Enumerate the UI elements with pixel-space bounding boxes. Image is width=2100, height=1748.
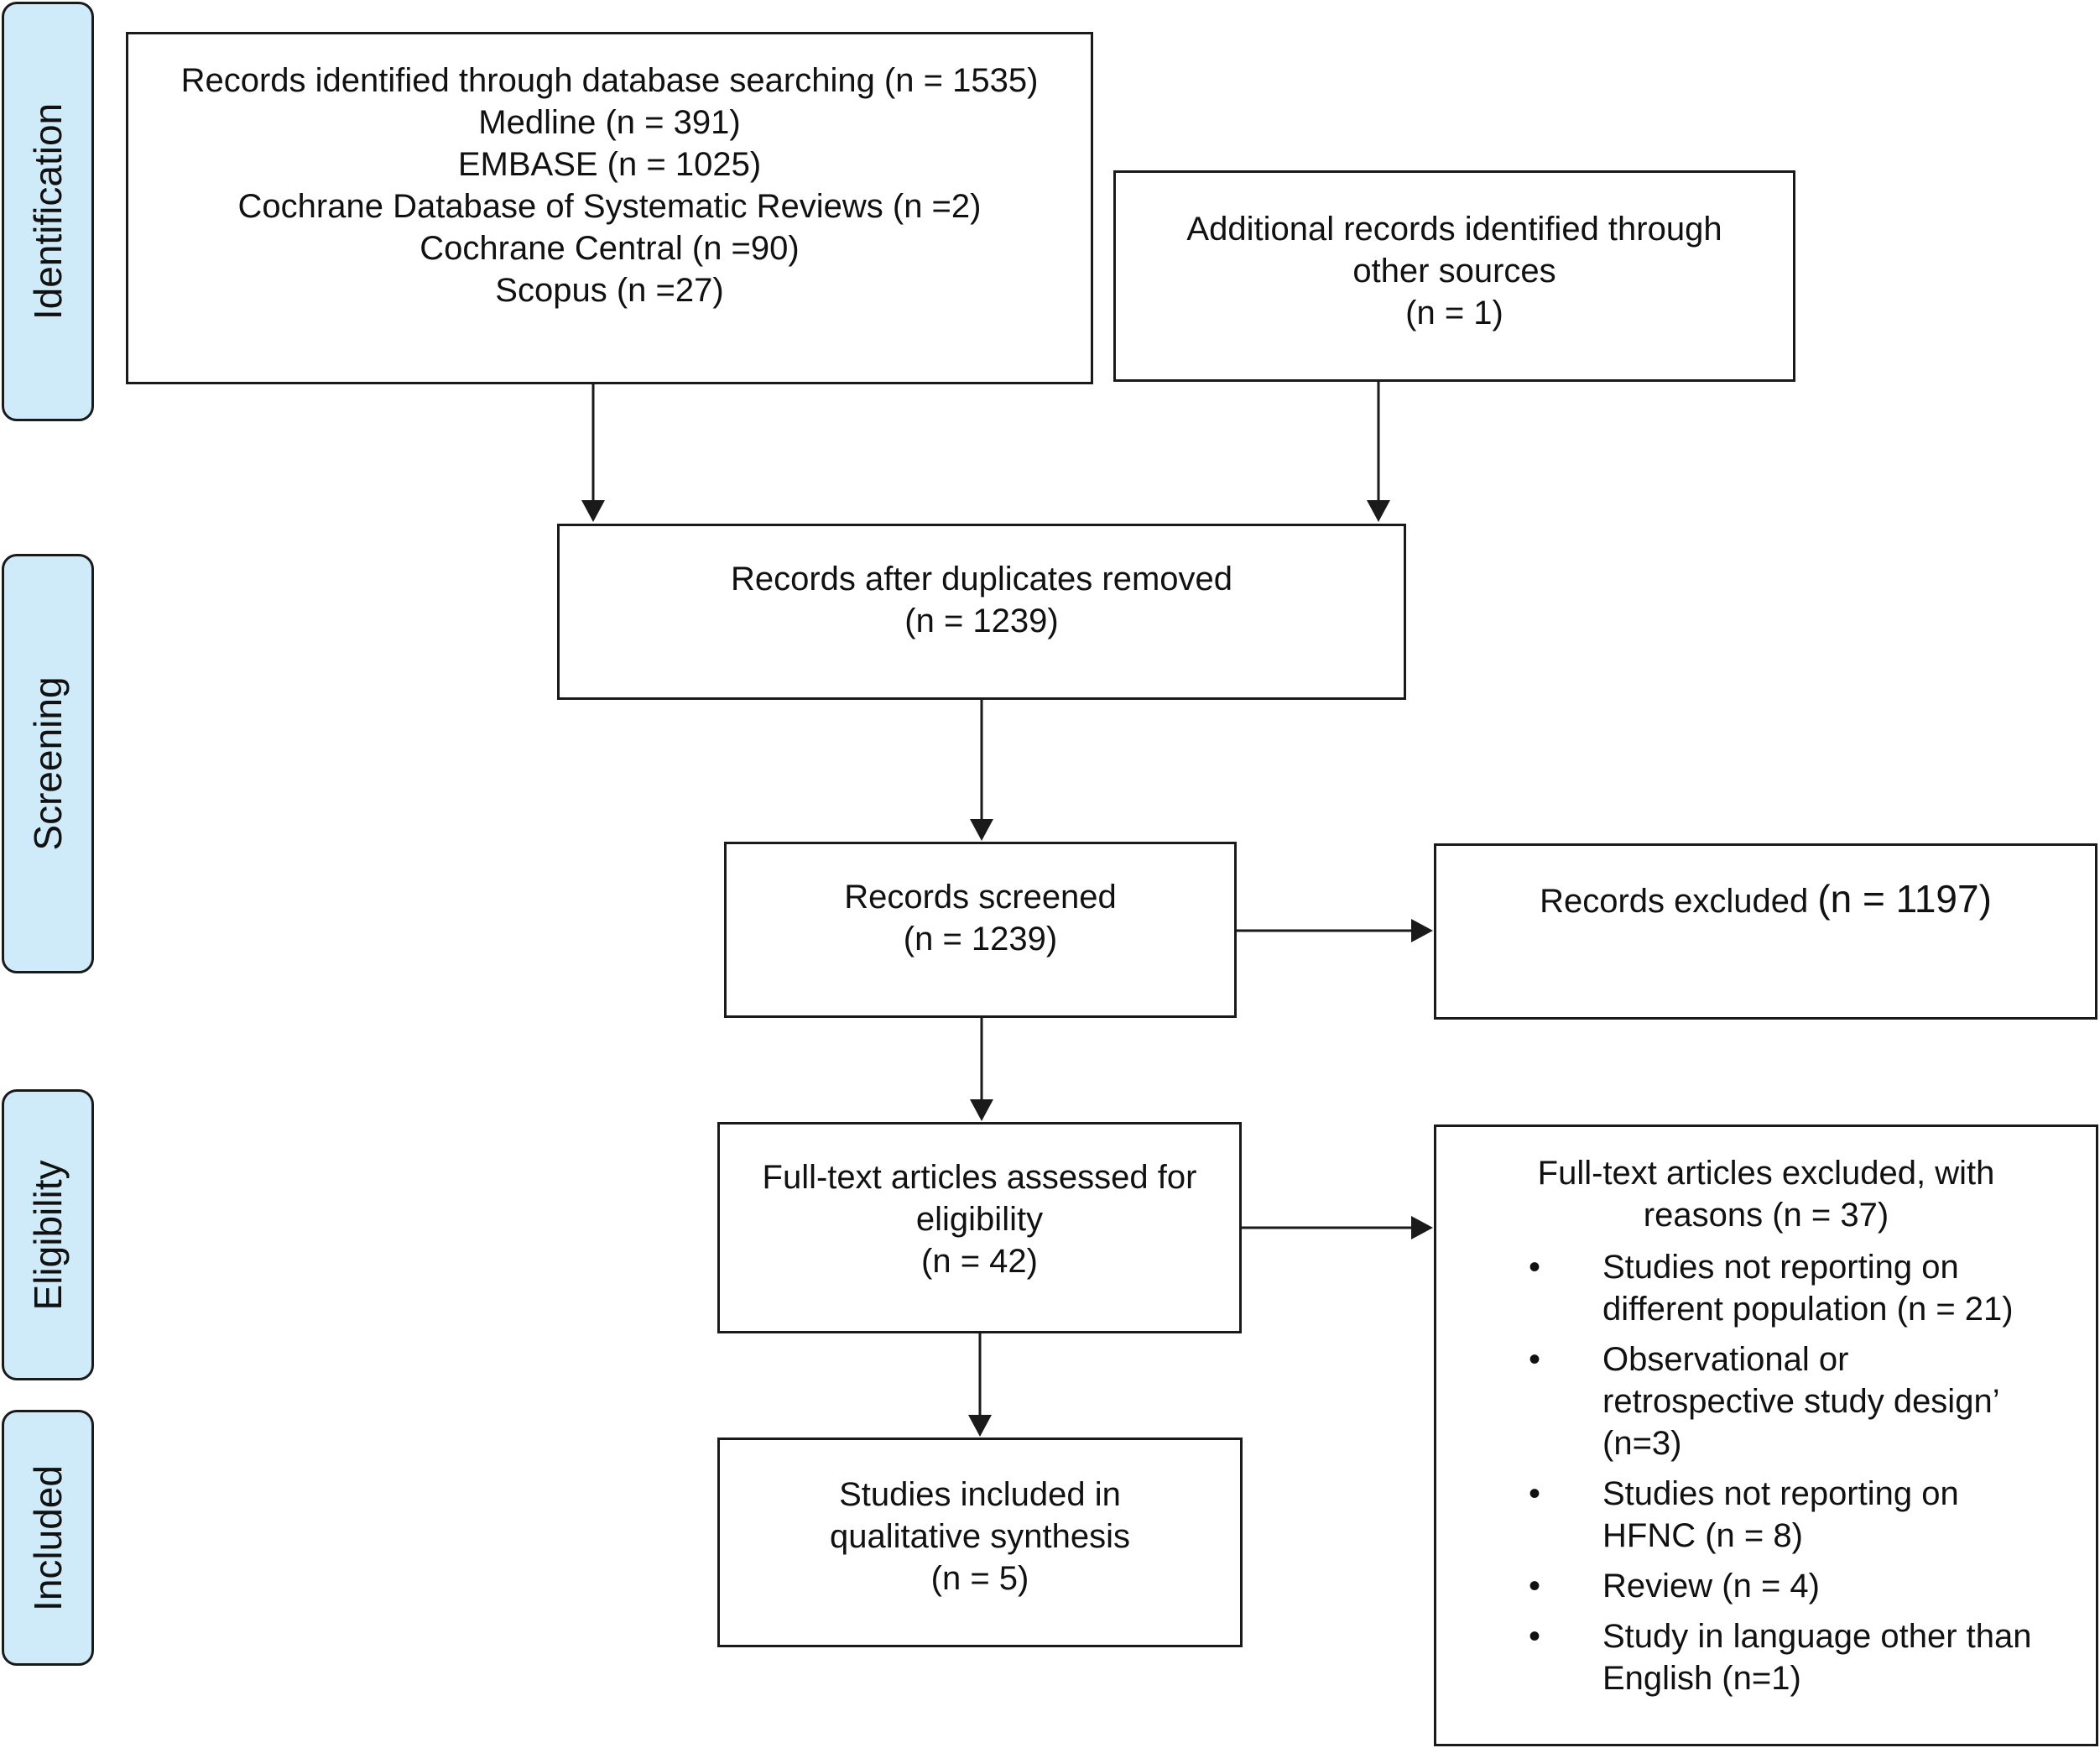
arrowhead-screened-to-fulltext bbox=[970, 1099, 993, 1121]
exclusion-reason-item: • Observational or retrospective study d… bbox=[1436, 1338, 2096, 1464]
records-excluded-count: (n = 1197) bbox=[1817, 877, 1992, 921]
fulltext-excluded-count: reasons (n = 37) bbox=[1643, 1197, 1889, 1234]
arrowhead-additional-to-duplicates bbox=[1367, 500, 1390, 522]
records-identified-box: Records identified through database sear… bbox=[126, 32, 1093, 384]
phase-included: Included bbox=[2, 1410, 94, 1666]
exclusion-reason-item: • Studies not reporting on HFNC (n = 8) bbox=[1436, 1473, 2096, 1557]
exclusion-reason-line: Study in language other than bbox=[1602, 1618, 2032, 1655]
records-identified-title: Records identified through database sear… bbox=[180, 62, 1039, 99]
phase-identification: Identification bbox=[2, 2, 94, 421]
exclusion-reason-line: Observational or bbox=[1602, 1341, 1849, 1378]
additional-records-box: Additional records identified through ot… bbox=[1113, 170, 1795, 382]
exclusion-reason-item: • Review (n = 4) bbox=[1436, 1565, 2096, 1607]
phase-eligibility: Eligibility bbox=[2, 1089, 94, 1380]
records-screened-box: Records screened (n = 1239) bbox=[724, 842, 1237, 1018]
scopus-count: Scopus (n =27) bbox=[495, 272, 724, 309]
additional-records-title: Additional records identified through bbox=[1186, 211, 1722, 248]
bullet-icon: • bbox=[1529, 1475, 1541, 1512]
arrowhead-screened-to-excluded bbox=[1411, 919, 1433, 942]
arrowhead-fulltext-to-excluded bbox=[1411, 1216, 1433, 1239]
studies-included-subtitle: qualitative synthesis bbox=[830, 1518, 1130, 1555]
fulltext-assessed-count: (n = 42) bbox=[921, 1243, 1038, 1280]
bullet-icon: • bbox=[1529, 1618, 1541, 1655]
records-excluded-label: Records excluded bbox=[1540, 883, 1818, 920]
records-excluded-text: Records excluded (n = 1197) bbox=[1436, 878, 2095, 922]
arrowhead-identified-to-duplicates bbox=[581, 500, 605, 522]
additional-records-count: (n = 1) bbox=[1405, 295, 1503, 331]
embase-count: EMBASE (n = 1025) bbox=[457, 146, 762, 183]
fulltext-assessed-box: Full-text articles assessed for eligibil… bbox=[717, 1122, 1242, 1333]
exclusion-reason-line: Studies not reporting on bbox=[1602, 1249, 1959, 1286]
fulltext-excluded-title: Full-text articles excluded, with bbox=[1537, 1155, 1995, 1192]
exclusion-reason-line: Studies not reporting on bbox=[1602, 1475, 1959, 1512]
studies-included-count: (n = 5) bbox=[930, 1560, 1029, 1597]
records-screened-count: (n = 1239) bbox=[903, 921, 1058, 957]
exclusion-reason-line: Review (n = 4) bbox=[1602, 1568, 1820, 1605]
records-excluded-box: Records excluded (n = 1197) bbox=[1434, 843, 2097, 1020]
records-screened-title: Records screened bbox=[844, 879, 1117, 916]
exclusion-reason-item: • Study in language other than English (… bbox=[1436, 1615, 2096, 1699]
exclusion-reason-line: (n=3) bbox=[1602, 1425, 1682, 1462]
cochrane-central-count: Cochrane Central (n =90) bbox=[419, 230, 800, 267]
exclusion-reason-line: English (n=1) bbox=[1602, 1660, 1801, 1697]
medline-count: Medline (n = 391) bbox=[478, 104, 741, 141]
duplicates-removed-count: (n = 1239) bbox=[904, 603, 1059, 639]
fulltext-excluded-header: Full-text articles excluded, with reason… bbox=[1436, 1152, 2096, 1236]
fulltext-excluded-box: Full-text articles excluded, with reason… bbox=[1434, 1124, 2098, 1746]
exclusion-reasons-list: • Studies not reporting on different pop… bbox=[1436, 1246, 2096, 1699]
bullet-icon: • bbox=[1529, 1341, 1541, 1378]
fulltext-assessed-subtitle: eligibility bbox=[915, 1201, 1044, 1238]
additional-records-subtitle: other sources bbox=[1352, 253, 1556, 290]
duplicates-removed-box: Records after duplicates removed (n = 12… bbox=[557, 524, 1406, 700]
exclusion-reason-line: retrospective study design’ bbox=[1602, 1383, 2000, 1420]
exclusion-reason-item: • Studies not reporting on different pop… bbox=[1436, 1246, 2096, 1330]
duplicates-removed-title: Records after duplicates removed bbox=[730, 561, 1233, 597]
arrowhead-fulltext-to-included bbox=[968, 1415, 992, 1437]
studies-included-title: Studies included in bbox=[839, 1476, 1121, 1513]
exclusion-reason-line: HFNC (n = 8) bbox=[1602, 1517, 1803, 1554]
arrowhead-duplicates-to-screened bbox=[970, 819, 993, 841]
bullet-icon: • bbox=[1529, 1568, 1541, 1605]
phase-screening: Screening bbox=[2, 554, 94, 973]
cochrane-reviews-count: Cochrane Database of Systematic Reviews … bbox=[237, 188, 982, 225]
studies-included-box: Studies included in qualitative synthesi… bbox=[717, 1438, 1243, 1647]
exclusion-reason-line: different population (n = 21) bbox=[1602, 1291, 2014, 1328]
bullet-icon: • bbox=[1529, 1249, 1541, 1286]
fulltext-assessed-title: Full-text articles assessed for bbox=[762, 1159, 1197, 1196]
